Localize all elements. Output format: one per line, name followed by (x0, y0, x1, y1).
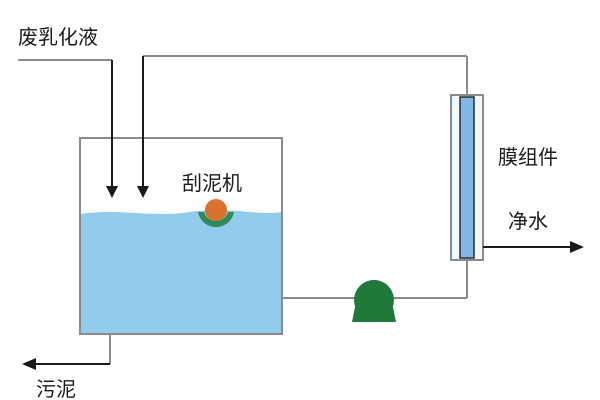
scraper-icon (198, 199, 234, 227)
clean-water-outlet (483, 241, 584, 253)
clean-water-arrow-icon (570, 241, 584, 253)
sludge-outlet (22, 334, 111, 370)
label-membrane-module: 膜组件 (498, 145, 558, 169)
label-sludge: 污泥 (36, 377, 76, 400)
recycle-line (137, 55, 468, 198)
waste-emulsion-inlet (18, 59, 118, 198)
inlet-arrow-icon (106, 186, 118, 198)
membrane-module-icon (450, 94, 484, 298)
label-scraper: 刮泥机 (182, 171, 242, 195)
label-clean-water: 净水 (508, 209, 548, 233)
sludge-arrow-icon (22, 358, 36, 370)
tank-water (81, 210, 281, 333)
recycle-arrow-icon (137, 186, 149, 198)
label-waste-emulsion: 废乳化液 (18, 25, 98, 49)
pump-icon (352, 280, 396, 322)
settling-tank (79, 137, 283, 335)
